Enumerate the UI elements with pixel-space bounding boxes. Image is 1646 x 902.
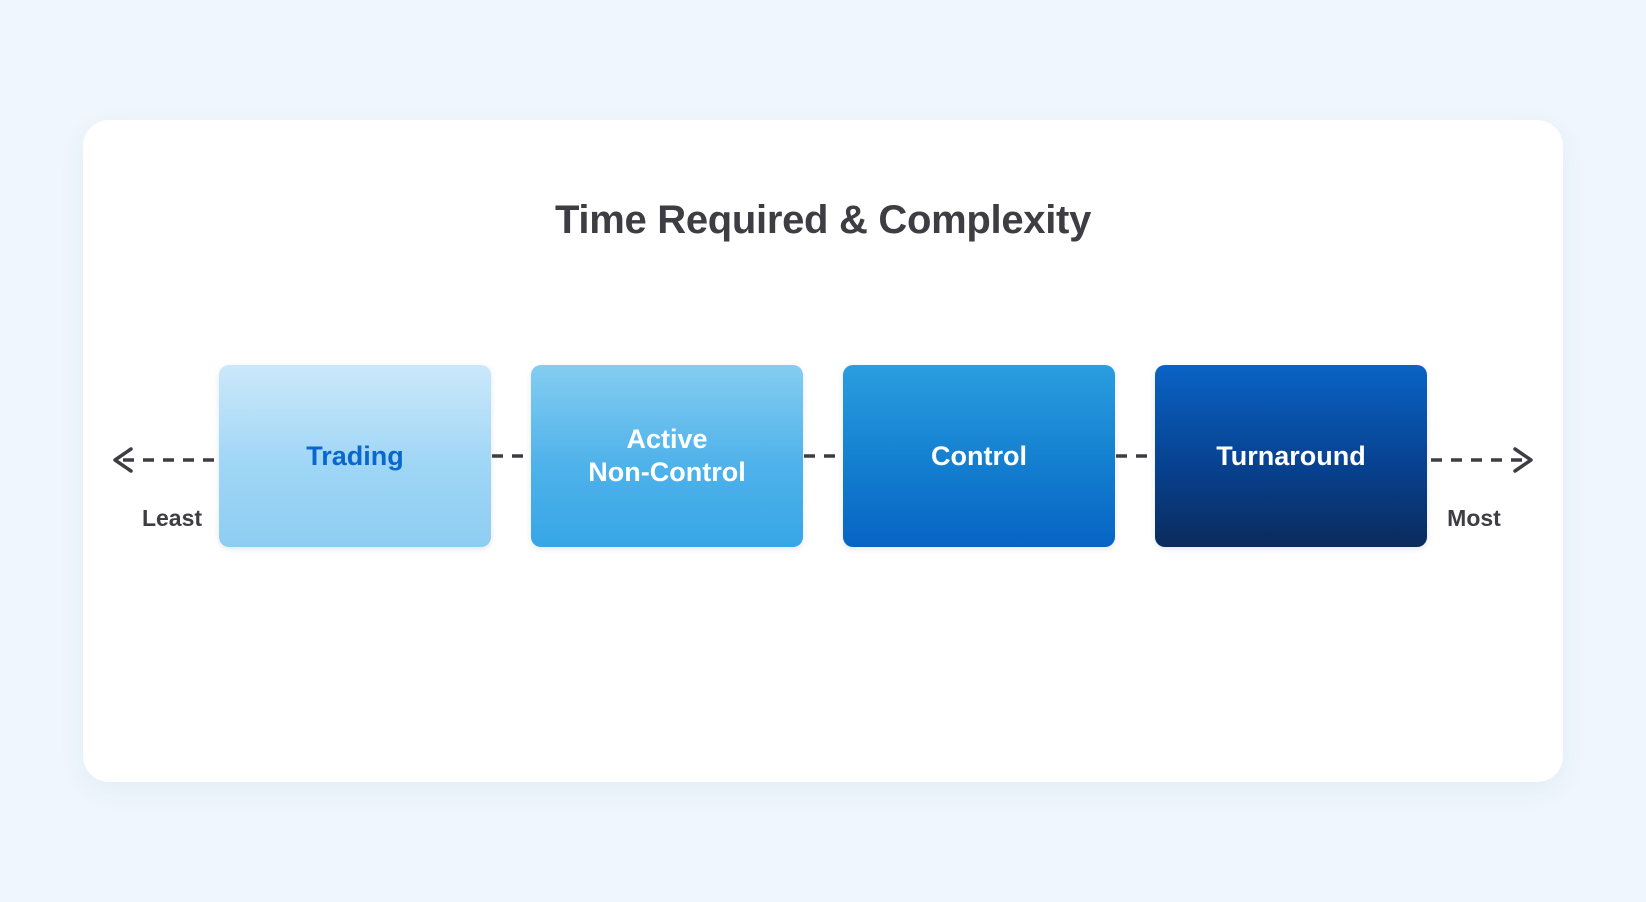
stage-box-row: Trading Active Non-Control	[219, 365, 1427, 595]
stage-label: Turnaround	[1216, 440, 1366, 471]
diagram-card: Time Required & Complexity Trading	[83, 120, 1563, 782]
page-title: Time Required & Complexity	[554, 198, 1092, 242]
dashed-connector-icon	[1115, 365, 1155, 547]
endcap-label-least: Least	[141, 505, 203, 531]
stage-box-control[interactable]: Control	[843, 365, 1115, 547]
dashed-connector-icon	[491, 365, 531, 547]
stage-box-active-non-control[interactable]: Active Non-Control	[531, 365, 803, 547]
dashed-connector-icon	[803, 365, 843, 547]
arrow-right-dashed-icon	[1429, 445, 1537, 475]
arrow-left-dashed-icon	[109, 445, 217, 475]
stage-label-line-1: Active	[626, 424, 708, 455]
complexity-spectrum: Trading Active Non-Control	[83, 365, 1563, 595]
stage-label-line-2: Non-Control	[588, 457, 746, 487]
stage-label: Active Non-Control	[588, 423, 745, 489]
stage-box-trading[interactable]: Trading	[219, 365, 491, 547]
stage-label: Trading	[306, 440, 404, 471]
stage-label: Control	[931, 440, 1027, 471]
endcap-label-most: Most	[1447, 505, 1501, 531]
stage-box-turnaround[interactable]: Turnaround	[1155, 365, 1427, 547]
